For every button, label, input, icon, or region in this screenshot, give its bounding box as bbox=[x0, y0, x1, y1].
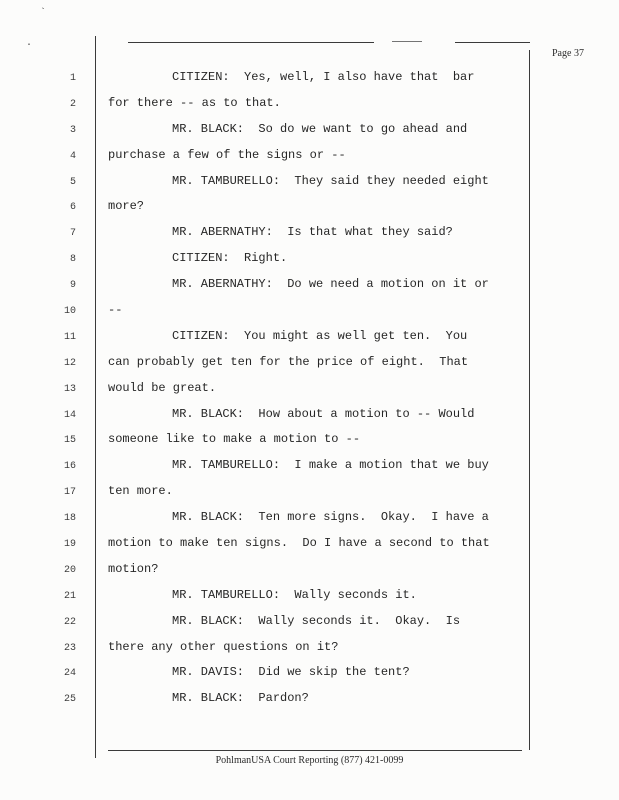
line-number: 6 bbox=[69, 202, 76, 214]
line-text: CITIZEN: Yes, well, I also have that bar bbox=[172, 70, 475, 84]
transcript-line: 23 there any other questions on it? bbox=[60, 640, 530, 666]
transcript-line: 22 MR. BLACK: Wally seconds it. Okay. Is bbox=[60, 614, 530, 640]
transcript-line: 6 more? bbox=[60, 199, 530, 225]
line-text: motion to make ten signs. Do I have a se… bbox=[108, 536, 490, 551]
line-text: can probably get ten for the price of ei… bbox=[108, 354, 469, 369]
transcript-line: 2 for there -- as to that. bbox=[60, 96, 530, 122]
line-number: 19 bbox=[63, 539, 76, 551]
transcript-line: 1 CITIZEN: Yes, well, I also have that ba… bbox=[60, 70, 530, 96]
top-border-line-segment bbox=[455, 42, 530, 43]
line-number: 8 bbox=[69, 254, 76, 266]
scan-artifact: ` bbox=[40, 8, 47, 19]
transcript-line: 12 can probably get ten for the price of … bbox=[60, 355, 530, 381]
line-number: 12 bbox=[63, 357, 76, 369]
line-number: 21 bbox=[63, 590, 76, 602]
line-text: MR. BLACK: So do we want to go ahead and bbox=[172, 121, 468, 136]
line-number: 22 bbox=[63, 616, 76, 628]
transcript-line: 19 motion to make ten signs. Do I have a … bbox=[60, 536, 530, 562]
transcript-line: 8 CITIZEN: Right. bbox=[60, 251, 530, 277]
line-number: 7 bbox=[69, 228, 76, 240]
transcript-line: 15 someone like to make a motion to -- bbox=[60, 432, 530, 458]
top-border-line bbox=[128, 42, 374, 43]
line-number: 25 bbox=[63, 694, 76, 706]
transcript-line: 17 ten more. bbox=[60, 484, 530, 510]
line-number: 23 bbox=[63, 642, 76, 654]
line-text: MR. TAMBURELLO: Wally seconds it. bbox=[172, 587, 417, 602]
transcript-line: 20 motion? bbox=[60, 562, 530, 588]
line-number: 2 bbox=[69, 98, 76, 110]
transcript-line: 10 -- bbox=[60, 303, 530, 329]
left-border-line bbox=[95, 36, 96, 758]
line-text: MR. DAVIS: Did we skip the tent? bbox=[172, 665, 410, 680]
transcript-line: 25 MR. BLACK: Pardon? bbox=[60, 691, 530, 717]
line-number: 15 bbox=[63, 435, 76, 447]
line-number: 5 bbox=[69, 176, 76, 188]
page-number: Page 37 bbox=[552, 48, 584, 59]
scan-artifact: . bbox=[26, 38, 33, 49]
line-number: 24 bbox=[63, 668, 76, 680]
line-text: purchase a few of the signs or -- bbox=[108, 147, 346, 162]
transcript-line: 24 MR. DAVIS: Did we skip the tent? bbox=[60, 665, 530, 691]
line-number: 14 bbox=[63, 409, 76, 421]
transcript-line: 5 MR. TAMBURELLO: They said they needed e… bbox=[60, 174, 530, 200]
line-text: -- bbox=[108, 303, 123, 318]
transcript-line: 4 purchase a few of the signs or -- bbox=[60, 148, 530, 174]
line-text: motion? bbox=[108, 561, 159, 576]
line-number: 11 bbox=[63, 331, 76, 343]
line-text: more? bbox=[108, 199, 145, 214]
transcript-line: 14 MR. BLACK: How about a motion to -- Wo… bbox=[60, 407, 530, 433]
line-text: MR. TAMBURELLO: They said they needed ei… bbox=[172, 173, 489, 188]
line-number: 18 bbox=[63, 513, 76, 525]
transcript-line: 16 MR. TAMBURELLO: I make a motion that w… bbox=[60, 458, 530, 484]
line-number: 13 bbox=[63, 383, 76, 395]
court-reporter-footer: PohlmanUSA Court Reporting (877) 421-009… bbox=[215, 755, 404, 766]
line-number: 3 bbox=[69, 124, 76, 136]
line-text: would be great. bbox=[108, 380, 217, 395]
transcript-line: 9 MR. ABERNATHY: Do we need a motion on i… bbox=[60, 277, 530, 303]
line-text: MR. ABERNATHY: Is that what they said? bbox=[172, 225, 453, 240]
line-text: CITIZEN: You might as well get ten. You bbox=[172, 328, 468, 343]
transcript-line: 18 MR. BLACK: Ten more signs. Okay. I hav… bbox=[60, 510, 530, 536]
line-text: CITIZEN: Right. bbox=[172, 251, 288, 266]
transcript-line: 11 CITIZEN: You might as well get ten. Yo… bbox=[60, 329, 530, 355]
line-text: MR. BLACK: How about a motion to -- Woul… bbox=[172, 406, 475, 421]
line-number: 16 bbox=[63, 461, 76, 473]
transcript-line: 3 MR. BLACK: So do we want to go ahead an… bbox=[60, 122, 530, 148]
line-number: 9 bbox=[69, 280, 76, 292]
line-text: MR. BLACK: Pardon? bbox=[172, 691, 309, 706]
line-number: 17 bbox=[63, 487, 76, 499]
transcript-line: 13 would be great. bbox=[60, 381, 530, 407]
line-text: for there -- as to that. bbox=[108, 95, 281, 110]
line-number: 4 bbox=[69, 150, 76, 162]
transcript-line: 21 MR. TAMBURELLO: Wally seconds it. bbox=[60, 588, 530, 614]
line-text: there any other questions on it? bbox=[108, 639, 339, 654]
transcript-body: 1 CITIZEN: Yes, well, I also have that ba… bbox=[60, 70, 530, 717]
line-text: MR. ABERNATHY: Do we need a motion on it… bbox=[172, 277, 489, 292]
line-text: MR. TAMBURELLO: I make a motion that we … bbox=[172, 458, 489, 473]
line-text: MR. BLACK: Wally seconds it. Okay. Is bbox=[172, 613, 461, 628]
right-border-line bbox=[529, 50, 530, 750]
line-text: MR. BLACK: Ten more signs. Okay. I have … bbox=[172, 510, 489, 525]
line-number: 20 bbox=[63, 564, 76, 576]
line-number: 1 bbox=[69, 73, 76, 84]
bottom-border-line bbox=[108, 750, 522, 751]
line-text: ten more. bbox=[108, 484, 173, 499]
line-text: someone like to make a motion to -- bbox=[108, 432, 361, 447]
transcript-line: 7 MR. ABERNATHY: Is that what they said? bbox=[60, 225, 530, 251]
line-number: 10 bbox=[63, 306, 76, 318]
top-border-line-segment bbox=[392, 41, 422, 42]
